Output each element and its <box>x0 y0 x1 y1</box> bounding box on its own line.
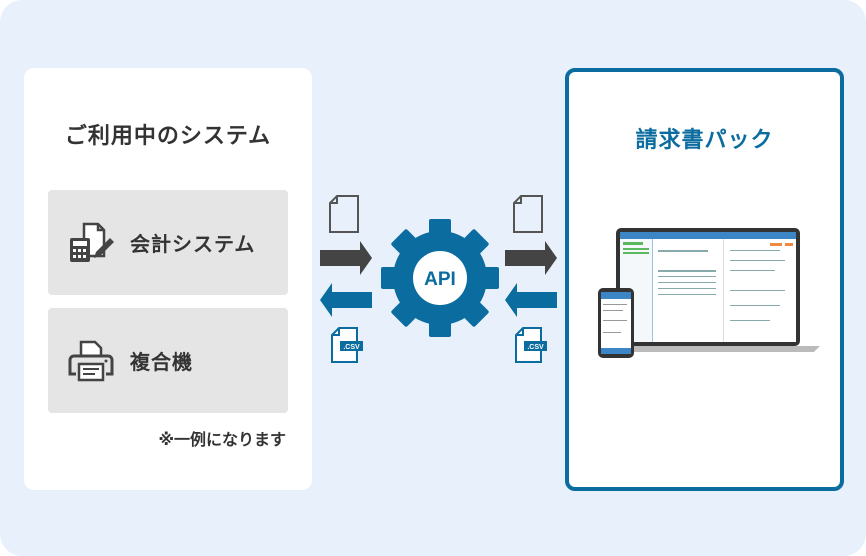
api-flow: API .CSV .CSV <box>320 195 557 363</box>
document-icon <box>329 195 359 233</box>
arrow-left-icon <box>505 283 557 317</box>
laptop-image <box>600 228 820 352</box>
phone-image <box>598 288 634 358</box>
app-screenshot-devices <box>598 228 820 358</box>
csv-file-icon: .CSV <box>331 327 363 363</box>
csv-label: .CSV <box>343 344 360 351</box>
system-accounting: 会計システム <box>48 190 288 295</box>
current-systems-title: ご利用中のシステム <box>64 124 272 149</box>
gear-icon: API <box>381 219 499 337</box>
arrow-right-icon <box>505 241 557 275</box>
example-note: ※一例になります <box>158 430 286 449</box>
arrow-right-icon <box>320 241 372 275</box>
current-systems-panel: ご利用中のシステム 会計システム 複合機 ※一例になります <box>24 68 312 490</box>
system-label: 複合機 <box>130 350 193 374</box>
api-label: API <box>424 269 456 290</box>
arrow-left-icon <box>320 283 372 317</box>
accounting-icon <box>70 222 114 262</box>
printer-icon <box>68 340 114 381</box>
system-printer: 複合機 <box>48 308 288 413</box>
document-icon <box>513 195 543 233</box>
system-label: 会計システム <box>130 232 256 256</box>
csv-file-icon: .CSV <box>515 327 547 363</box>
csv-label: .CSV <box>527 344 544 351</box>
invoice-pack-title: 請求書パック <box>635 128 774 153</box>
